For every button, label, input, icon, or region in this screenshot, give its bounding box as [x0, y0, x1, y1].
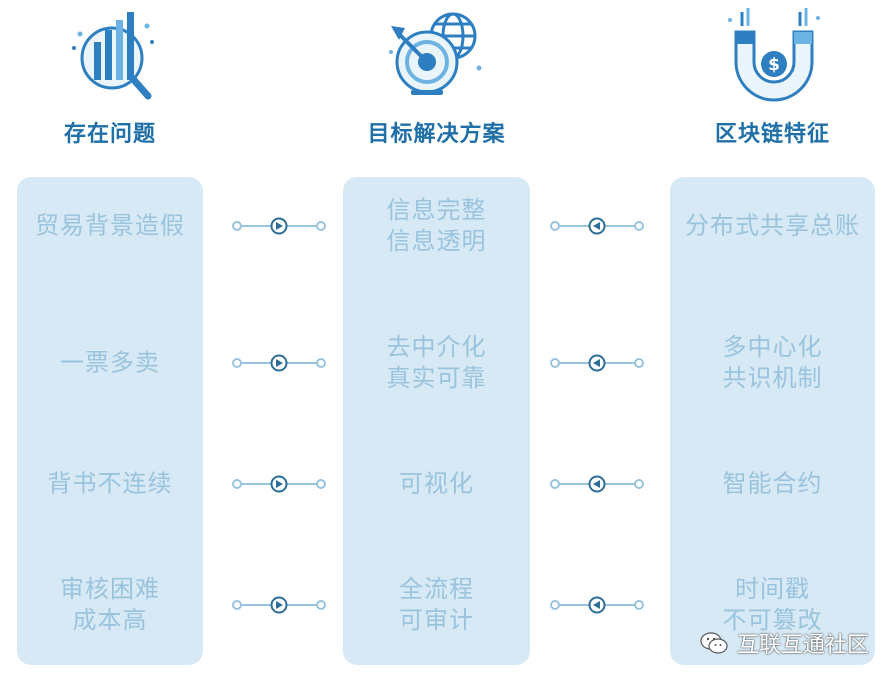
connector-left-arrow-icon	[550, 475, 644, 493]
watermark-text: 互联互通社区	[736, 633, 869, 658]
cell-line: 贸易背景造假	[35, 211, 185, 240]
connector-right-arrow-icon	[232, 354, 326, 372]
feature-cell: 多中心化 共识机制	[670, 332, 875, 394]
features-column: 分布式共享总账 多中心化 共识机制 智能合约 时间戳 不可篡改	[670, 177, 875, 665]
cell-line: 审核困难	[60, 575, 160, 603]
solution-cell: 去中介化 真实可靠	[343, 332, 530, 394]
cell-line: 全流程	[399, 575, 474, 603]
connector-right-arrow-icon	[232, 217, 326, 235]
solution-cell: 可视化	[343, 469, 530, 500]
target-globe-icon	[383, 6, 493, 102]
cell-line: 多中心化	[722, 333, 823, 361]
connector-right-arrow-icon	[232, 596, 326, 614]
cell-line: 信息透明	[386, 227, 487, 255]
wechat-icon	[700, 632, 728, 654]
feature-cell: 时间戳 不可篡改	[670, 574, 875, 636]
solution-cell: 全流程 可审计	[343, 574, 530, 636]
connector-right-arrow-icon	[232, 475, 326, 493]
problem-cell: 一票多卖	[17, 348, 203, 379]
connector-left-arrow-icon	[550, 596, 644, 614]
cell-line: 去中介化	[386, 333, 487, 361]
connector-left-arrow-icon	[550, 354, 644, 372]
solution-cell: 信息完整 信息透明	[343, 195, 530, 257]
feature-cell: 分布式共享总账	[670, 211, 875, 242]
cell-line: 智能合约	[722, 469, 823, 498]
problem-cell: 背书不连续	[17, 469, 203, 500]
cell-line: 不可篡改	[722, 606, 823, 634]
bar-chart-magnifier-icon	[52, 6, 162, 102]
solutions-column: 信息完整 信息透明 去中介化 真实可靠 可视化 全流程 可审计	[343, 177, 530, 665]
problem-cell: 审核困难 成本高	[17, 574, 203, 636]
dollar-magnet-icon: $	[720, 6, 830, 102]
cell-line: 成本高	[72, 606, 148, 634]
heading-problems: 存在问题	[63, 122, 156, 147]
watermark: 互联互通社区	[699, 627, 869, 659]
cell-line: 时间戳	[735, 575, 810, 603]
problem-cell: 贸易背景造假	[17, 211, 203, 242]
problems-column: 贸易背景造假 一票多卖 背书不连续 审核困难 成本高	[17, 177, 203, 665]
feature-cell: 智能合约	[670, 469, 875, 500]
cell-line: 可审计	[399, 606, 474, 634]
cell-line: 可视化	[399, 469, 474, 498]
heading-features: 区块链特征	[714, 122, 830, 147]
cell-line: 真实可靠	[386, 364, 487, 392]
svg-text:$: $	[768, 55, 780, 75]
cell-line: 分布式共享总账	[685, 211, 860, 240]
cell-line: 信息完整	[386, 196, 487, 224]
connector-left-arrow-icon	[550, 217, 644, 235]
cell-line: 一票多卖	[60, 348, 160, 377]
cell-line: 背书不连续	[47, 469, 173, 498]
heading-solutions: 目标解决方案	[367, 122, 506, 147]
cell-line: 共识机制	[722, 364, 823, 392]
